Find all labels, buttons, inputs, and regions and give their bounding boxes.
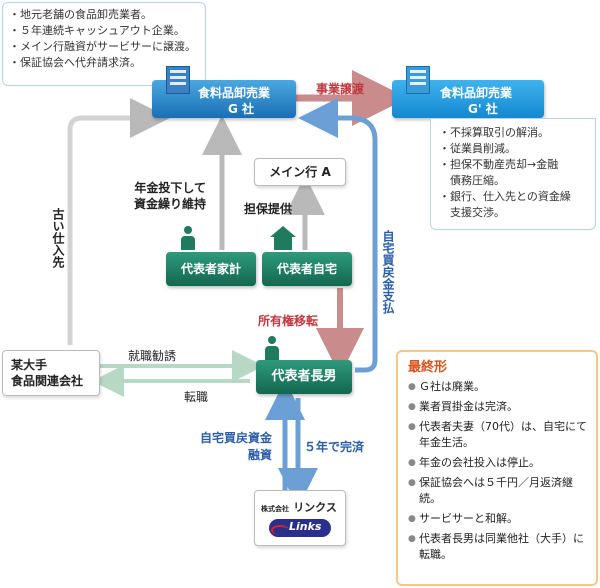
note-line: ・メイン行融資がサービサーに譲渡。 [9,40,196,53]
links-company-title: 株式会社 リンクス [261,499,337,515]
note-line: ・担保不動産売却→金融 [439,158,559,171]
note-line: ・不採算取引の解消。 [439,126,549,139]
final-state-item: サービサーと和解。 [408,511,588,527]
note-line: ・地元老舗の食品卸売業者。 [9,8,152,21]
g-company-box: 食料品卸売業 G 社 [152,66,296,118]
collateral-label: 担保提供 [244,202,293,216]
old-supplier-label: 古い仕入先 [51,208,65,268]
note-line: ・銀行、仕入先との資金繰 [439,190,571,203]
links-company-box: 株式会社 リンクス Links [254,490,346,546]
note-line: 支援交渉。 [439,206,505,219]
pension-label-line: 資金繰り維持 [134,197,207,211]
final-state-item: 代表者長男は同業他社（大手）に転職。 [408,531,588,563]
major-company-box: 某大手 食品関連会社 [2,350,100,396]
g-company-name: G 社 [228,102,255,116]
old-supplier-arrow [67,98,170,345]
building-icon [406,66,430,94]
g-prime-notes: ・不採算取引の解消。 ・従業員削減。 ・担保不動産売却→金融 債務圧縮。 ・銀行… [430,118,596,230]
final-state-box: 最終形 Ｇ社は廃業。 業者買掛金は完済。 代表者夫妻（70代）は、自宅にて年金生… [396,350,598,586]
employment-referral-label: 就職勧誘 [128,349,177,363]
final-state-item: 年金の会社投入は停止。 [408,455,588,471]
final-state-item: 代表者夫妻（70代）は、自宅にて年金生活。 [408,419,588,451]
final-state-item: Ｇ社は廃業。 [408,379,588,395]
financing-label-line: 融資 [248,448,273,462]
note-line: ・保証協会へ代弁請求済。 [9,56,141,69]
final-state-item: 業者買掛金は完済。 [408,399,588,415]
major-company-name-line: 某大手 [11,358,48,372]
person-icon [264,336,280,360]
financing-label-line: 自宅買戻資金 [200,431,273,445]
links-logo: Links [269,519,331,537]
note-line: ・５年連続キャッシュアウト企業。 [9,24,185,37]
links-logo-text: Links [289,520,322,533]
note-line: ・従業員削減。 [439,142,516,155]
job-change-label: 転職 [184,390,209,404]
final-state-item: 保証協会へは５千円／月返済継続。 [408,475,588,507]
home-buyback-payment-arrow [298,98,378,373]
g-prime-company-name: G' 社 [468,102,498,116]
ownership-transfer-label: 所有権移転 [258,314,319,328]
building-icon [166,66,190,94]
g-prime-company-box: 食料品卸売業 G' 社 [392,66,544,118]
major-company-name-line: 食品関連会社 [11,374,84,388]
business-transfer-label: 事業譲渡 [316,82,365,96]
links-company-prefix: 株式会社 [261,505,289,513]
links-logo-swoosh [271,525,289,535]
rep-household-box: 代表者家計 [166,252,256,286]
home-buyback-financing-label: 自宅買戻資金 融資 [196,430,272,464]
g-company-type: 食料品卸売業 [198,86,271,100]
rep-home-box: 代表者自宅 [262,252,352,286]
five-year-complete-label: ５年で完済 [304,440,365,454]
final-state-title: 最終形 [408,360,448,375]
home-buyback-payment-label: 自宅買戻金支払 [381,230,395,314]
pension-label-line: 年金投下して [134,181,207,195]
links-company-name: リンクス [293,501,337,514]
pension-label: 年金投下して 資金繰り維持 [134,180,206,212]
g-prime-company-type: 食料品卸売業 [440,86,513,100]
note-line: 債務圧縮。 [439,174,505,187]
house-icon [270,226,296,250]
main-bank-box: メイン行 A [254,158,346,186]
person-icon [180,226,196,250]
rep-son-box: 代表者長男 [256,360,352,394]
